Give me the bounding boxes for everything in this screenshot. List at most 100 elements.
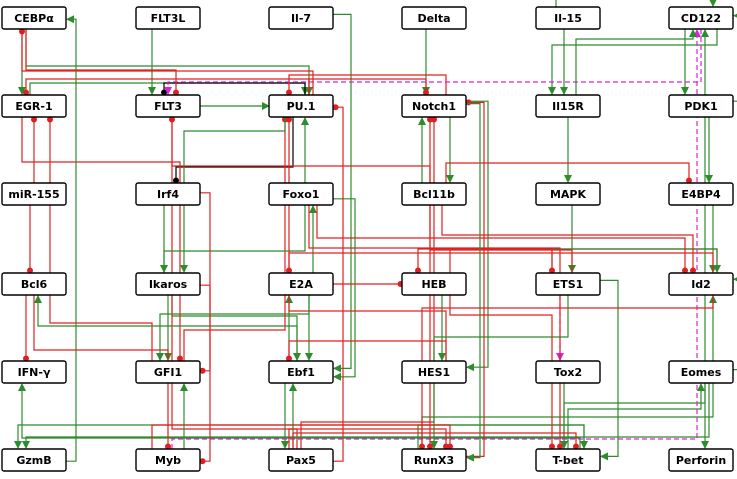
node-box — [268, 448, 334, 472]
edge-cebpa-to-flt3 — [25, 29, 179, 96]
edges-layer — [14, 0, 737, 465]
edge-pax5-to-notch1 — [300, 116, 437, 449]
edge-notch1-to-runx3 — [466, 103, 481, 462]
node-box — [401, 360, 467, 384]
edge-runx3-to-tbet — [417, 424, 588, 449]
node-label: HES1 — [418, 366, 450, 379]
node-box — [1, 448, 67, 472]
node-heb: HEB — [401, 272, 467, 296]
edge-ets1-to-tbet — [600, 279, 619, 461]
edge-egr1-to-gfi1 — [21, 117, 183, 362]
node-id2: Id2 — [668, 272, 734, 296]
node-label: Id2 — [691, 278, 711, 291]
edge-id2-to-e2a — [286, 252, 714, 274]
node-box — [268, 272, 334, 296]
node-box — [1, 272, 67, 296]
node-e2a: E2A — [268, 272, 334, 296]
node-label: PDK1 — [684, 100, 717, 113]
node-box — [401, 272, 467, 296]
edge-notch1-to-hes1 — [466, 100, 489, 372]
node-label: Il-7 — [291, 12, 311, 25]
node-box — [401, 448, 467, 472]
node-cebpa: CEBPα — [1, 6, 67, 30]
edge-ets1-to-runx3 — [430, 295, 569, 449]
node-box — [135, 182, 201, 206]
edge-bcl6-to-myb — [33, 295, 171, 450]
node-label: EGR-1 — [15, 100, 52, 113]
edge-il7-to-ebf1 — [333, 13, 352, 373]
node-label: FLT3L — [151, 12, 186, 25]
node-label: FLT3 — [154, 100, 182, 113]
node-il15r: Il15R — [535, 94, 601, 118]
node-box — [535, 360, 601, 384]
edge-irf4-to-gfi1 — [199, 192, 211, 374]
node-label: PU.1 — [287, 100, 316, 113]
node-mapk: MAPK — [535, 182, 601, 206]
node-box — [535, 272, 601, 296]
node-label: CEBPα — [14, 12, 54, 25]
node-box — [401, 182, 467, 206]
node-box — [668, 272, 734, 296]
node-runx3: RunX3 — [401, 448, 467, 472]
node-label: Tox2 — [554, 366, 582, 379]
node-irf4: Irf4 — [135, 182, 201, 206]
node-label: Bcl6 — [21, 278, 48, 291]
node-box — [268, 6, 334, 30]
node-label: ETS1 — [553, 278, 584, 291]
node-label: Il15R — [552, 100, 584, 113]
node-label: Delta — [417, 12, 450, 25]
edge-myb-to-runx3 — [151, 424, 453, 450]
node-ebf1: Ebf1 — [268, 360, 334, 384]
node-tox2: Tox2 — [535, 360, 601, 384]
node-label: RunX3 — [414, 454, 454, 467]
edge-tbet-to-eomes — [567, 383, 705, 449]
node-label: HEB — [421, 278, 446, 291]
node-label: GzmB — [16, 454, 51, 467]
node-label: Eomes — [681, 366, 722, 379]
node-label: Irf4 — [157, 188, 179, 201]
node-perforin: Perforin — [668, 448, 734, 472]
edge-bcl11b-to-e4bp4 — [445, 162, 692, 184]
edge-foxo1-to-tbet — [308, 205, 563, 450]
edge-gzmb-to-cebpa — [66, 15, 77, 462]
node-box — [1, 94, 67, 118]
node-box — [135, 6, 201, 30]
edge-gfi1-to-pu1 — [183, 116, 288, 361]
node-box — [135, 448, 201, 472]
edge-bcl11b-to-id2 — [441, 205, 696, 274]
node-box — [401, 6, 467, 30]
node-label: Ebf1 — [287, 366, 315, 379]
edge-cd122-to-il15r — [548, 29, 718, 95]
edge-ikaros-to-myb — [199, 284, 211, 465]
node-box — [135, 94, 201, 118]
node-box — [268, 94, 334, 118]
edge-flt3-to-runx3 — [171, 117, 433, 450]
edge-e2a-to-gfi1 — [156, 295, 310, 361]
node-box — [668, 448, 734, 472]
edge-notch1-to-pu1 — [286, 74, 447, 96]
node-cd122: CD122 — [668, 6, 734, 30]
edge-foxo1-to-id2 — [316, 205, 688, 274]
edge-ikaros-to-ebf1 — [171, 295, 301, 361]
node-flt3: FLT3 — [135, 94, 201, 118]
edge-cd122-to-flt3 — [164, 29, 702, 95]
node-label: Pax5 — [286, 454, 316, 467]
node-hes1: HES1 — [401, 360, 467, 384]
node-box — [135, 360, 201, 384]
node-box — [401, 94, 467, 118]
node-box — [535, 94, 601, 118]
node-il7: Il-7 — [268, 6, 334, 30]
node-label: IFN-γ — [18, 366, 51, 379]
edge-foxo1-to-ebf1 — [333, 198, 356, 381]
node-e4bp4: E4BP4 — [668, 182, 734, 206]
node-box — [668, 94, 734, 118]
node-pdk1: PDK1 — [668, 94, 734, 118]
edge-eomes-to-gzmb — [22, 383, 710, 449]
node-label: E4BP4 — [681, 188, 721, 201]
node-label: Notch1 — [412, 100, 456, 113]
edge-pu1-to-flt3 — [161, 82, 306, 96]
edge-pu1-to-egr1 — [23, 78, 310, 96]
node-box — [135, 272, 201, 296]
